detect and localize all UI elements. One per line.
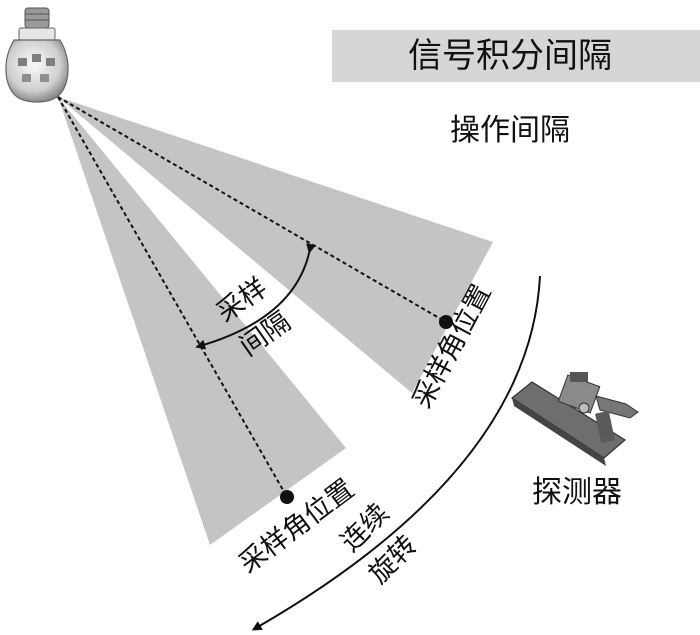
operation-interval-label: 操作间隔 [450, 113, 570, 148]
banner-label: 信号积分间隔 [408, 36, 612, 76]
rotation-arc [251, 275, 541, 631]
detector-icon [510, 372, 639, 466]
sample-point-upper [439, 315, 453, 329]
sample-point-lower [280, 490, 294, 504]
light-bulb-icon [5, 7, 69, 103]
sampling-interval-arrow [195, 243, 316, 350]
banner-box [332, 30, 700, 82]
ray-upper [57, 96, 447, 323]
detector-label: 探测器 [532, 475, 622, 510]
